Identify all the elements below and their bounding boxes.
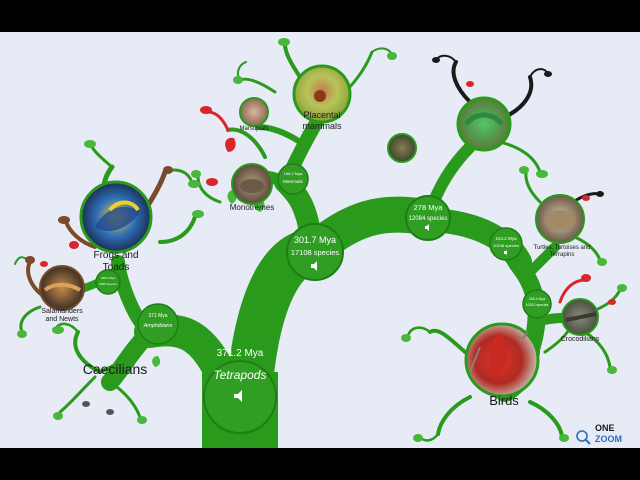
- turtles-label-line2: Terrapins: [550, 252, 575, 258]
- placental-label-line2: mammals: [302, 121, 342, 131]
- archosaurs2-species: 10010 species: [526, 303, 549, 307]
- marsupials-label: Marsupials: [239, 126, 268, 132]
- archosaurs-species: 10248 species: [493, 243, 519, 248]
- node-tetrapods[interactable]: 371.2 Mya Tetrapods: [203, 348, 277, 434]
- leaf-snakes-small[interactable]: [387, 133, 417, 163]
- onezoom-logo-icon: [576, 430, 591, 445]
- archosaurs2-age: 245.4 Mya: [529, 297, 545, 301]
- node-batrachia[interactable]: 298.4 Mya 6905 species: [95, 269, 121, 295]
- letterbox-top: [0, 0, 640, 32]
- amphibians-age: 371 Mya: [148, 313, 167, 319]
- leaf-salamanders[interactable]: Salamanders and Newts: [39, 265, 85, 323]
- leaf-turtles[interactable]: Turtles, Tortoises and Terrapins: [533, 194, 591, 258]
- leaf-marsupials[interactable]: Marsupials: [239, 97, 269, 132]
- leaf-birds[interactable]: Birds: [464, 322, 540, 408]
- node-archosaurs[interactable]: 244.2 Mya 10248 species: [489, 227, 523, 261]
- leaf-caecilians[interactable]: Caecilians: [83, 361, 148, 377]
- node-amniotes[interactable]: 301.7 Mya 17108 species: [286, 223, 344, 281]
- speaker-icon[interactable]: [234, 390, 242, 402]
- monotremes-label: Monotremes: [230, 203, 274, 212]
- speaker-icon[interactable]: [311, 261, 317, 271]
- letterbox-bottom: [0, 448, 640, 480]
- speaker-icon[interactable]: [425, 224, 429, 231]
- batrachia-age: 298.4 Mya: [101, 276, 115, 280]
- turtles-label-line1: Turtles, Tortoises and: [533, 245, 590, 251]
- salamanders-label-line2: and Newts: [45, 316, 79, 323]
- tetrapods-age: 371.2 Mya: [217, 348, 264, 359]
- speaker-icon[interactable]: [504, 250, 507, 255]
- node-amphibians[interactable]: 371 Mya Amphibians: [137, 303, 179, 345]
- mammals-name: Mammals: [283, 179, 303, 184]
- leaf-placental-mammals[interactable]: Placental mammals: [292, 64, 352, 131]
- node-mammals[interactable]: 166.2 Mya Mammals: [277, 163, 309, 195]
- leaf-monotremes[interactable]: Monotremes: [230, 163, 274, 212]
- node-archosaurs-2[interactable]: 245.4 Mya 10010 species: [522, 289, 552, 319]
- leaf-frogs-and-toads[interactable]: Frogs and Toads: [79, 180, 153, 273]
- reptiles-species: 12084 species: [409, 216, 448, 222]
- caecilians-label: Caecilians: [83, 361, 148, 377]
- logo-text-one: ONE: [595, 423, 615, 433]
- tree-viewer[interactable]: 371.2 Mya Tetrapods 371 Mya Amphibians 3…: [0, 32, 640, 448]
- archosaurs-age: 244.2 Mya: [495, 236, 517, 241]
- salamanders-label-line1: Salamanders: [41, 308, 83, 315]
- amphibians-name: Amphibians: [143, 323, 173, 329]
- frogs-label-line2: Toads: [103, 262, 130, 273]
- frogs-label-line1: Frogs and: [93, 250, 138, 261]
- mammals-age: 166.2 Mya: [284, 171, 303, 176]
- tetrapods-name: Tetrapods: [214, 368, 267, 382]
- amniotes-age: 301.7 Mya: [294, 235, 336, 245]
- birds-label: Birds: [489, 393, 519, 408]
- placental-label-line1: Placental: [303, 110, 340, 120]
- leaf-crocodilians[interactable]: Crocodilians: [561, 298, 600, 343]
- node-reptiles[interactable]: 278 Mya 12084 species: [405, 195, 451, 241]
- leaf-lizards[interactable]: [456, 96, 512, 152]
- amniotes-species: 17108 species: [291, 248, 340, 257]
- crocodilians-label: Crocodilians: [561, 336, 600, 343]
- logo-text-zoom: ZOOM: [595, 434, 622, 444]
- batrachia-species: 6905 species: [99, 282, 117, 286]
- reptiles-age: 278 Mya: [414, 203, 444, 212]
- onezoom-logo[interactable]: ONE ZOOM: [576, 423, 622, 445]
